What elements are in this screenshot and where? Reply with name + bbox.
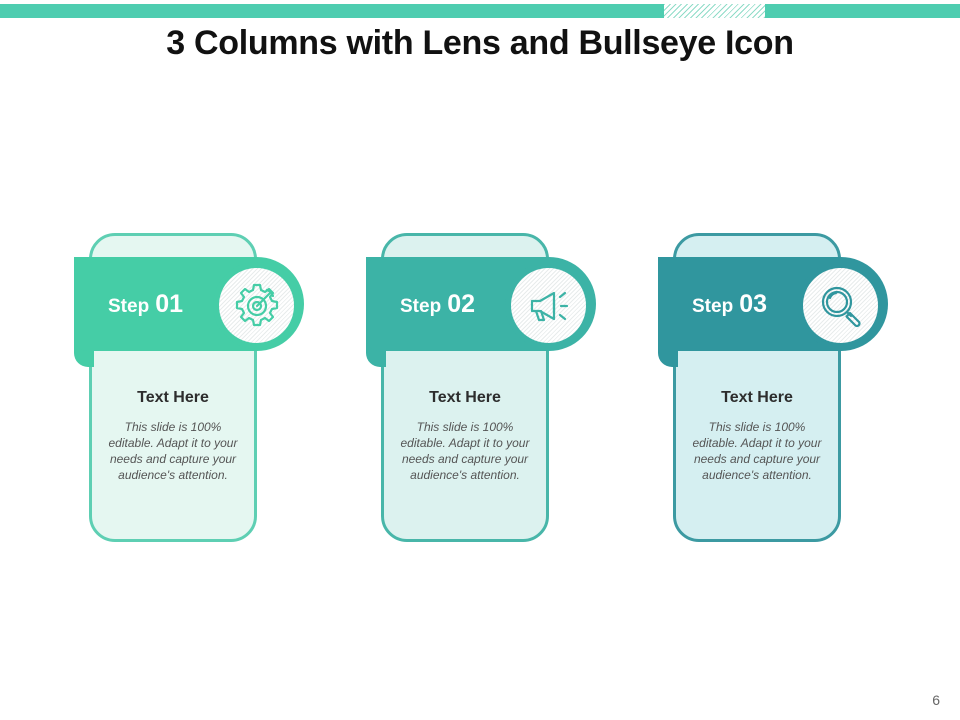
megaphone-icon xyxy=(530,291,568,321)
top-accent-hatch xyxy=(664,4,765,18)
top-accent-bar xyxy=(0,4,664,18)
step-word: Step xyxy=(108,296,150,317)
step-heading: Text Here xyxy=(137,389,209,406)
icon-badge xyxy=(511,268,586,343)
step-number: 02 xyxy=(447,290,475,318)
step-heading: Text Here xyxy=(429,389,501,406)
icon-badge xyxy=(219,268,294,343)
step-description: This slide is 100% editable. Adapt it to… xyxy=(400,420,530,482)
step-heading: Text Here xyxy=(721,389,793,406)
step-description: This slide is 100% editable. Adapt it to… xyxy=(692,420,822,482)
step-description: This slide is 100% editable. Adapt it to… xyxy=(108,420,238,482)
step-word: Step xyxy=(400,296,442,317)
icon-badge xyxy=(803,268,878,343)
step-column-3: Step 03 Text Here This slide is 100% edi… xyxy=(658,233,888,543)
slide-title: 3 Columns with Lens and Bullseye Icon xyxy=(166,24,794,62)
step-word: Step xyxy=(692,296,734,317)
step-label: Step 02 xyxy=(400,290,475,319)
step-number: 03 xyxy=(739,290,767,318)
step-number: 01 xyxy=(155,290,183,318)
gear-bullseye-icon xyxy=(235,283,278,326)
step-column-2: Step 02 Text Here This slide is 100% edi… xyxy=(366,233,596,543)
step-column-1: Step 01 Text Here This slide is 100% edi… xyxy=(74,233,304,543)
page-number: 6 xyxy=(932,692,940,708)
step-label: Step 03 xyxy=(692,290,767,319)
magnifier-icon xyxy=(821,286,861,327)
step-label: Step 01 xyxy=(108,290,183,319)
top-accent-bar-right xyxy=(765,4,960,18)
